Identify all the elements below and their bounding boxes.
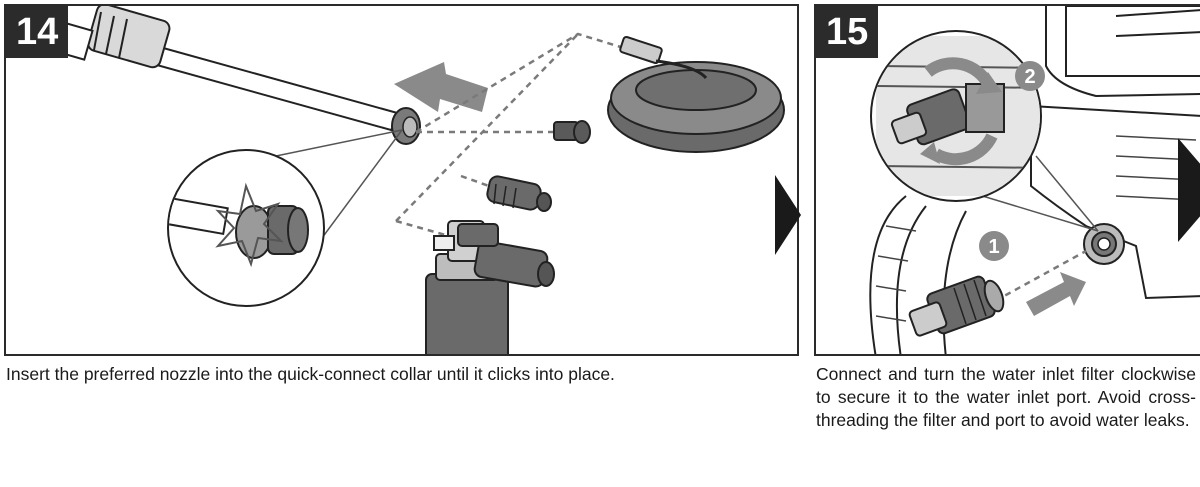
magnified-detail-inset: [167, 129, 403, 307]
next-step-arrow-icon: [775, 175, 801, 255]
push-direction-arrow: [1026, 272, 1086, 316]
step-number-badge: 15: [816, 6, 879, 58]
pressure-washer-body: [869, 6, 1200, 354]
step-15-illustration: 1: [869, 6, 1200, 354]
callout-1-label: 1: [988, 236, 999, 258]
step-number-badge: 14: [6, 6, 69, 58]
foam-cannon: [425, 220, 555, 354]
step-14-illustration: [6, 6, 785, 354]
guide-lines: [395, 32, 625, 240]
turbo-nozzle-attachment: [607, 35, 785, 153]
nozzle-tip: [553, 120, 591, 144]
water-inlet-port: [1083, 223, 1125, 265]
water-inlet-filter: [908, 275, 1005, 337]
rotating-nozzle: [486, 175, 552, 212]
next-step-arrow-icon-right: [1178, 138, 1200, 242]
magnified-detail-inset: 2: [870, 30, 1099, 232]
insert-direction-arrow: [394, 62, 488, 112]
step-14-panel: 14: [4, 4, 799, 356]
callout-1: 1: [979, 231, 1009, 261]
step-15-caption: Connect and turn the water inlet filter …: [816, 364, 1196, 430]
callout-2-label: 2: [1024, 66, 1035, 88]
step-14-caption: Insert the preferred nozzle into the qui…: [6, 364, 615, 384]
step-15-panel: 1: [814, 4, 1200, 356]
